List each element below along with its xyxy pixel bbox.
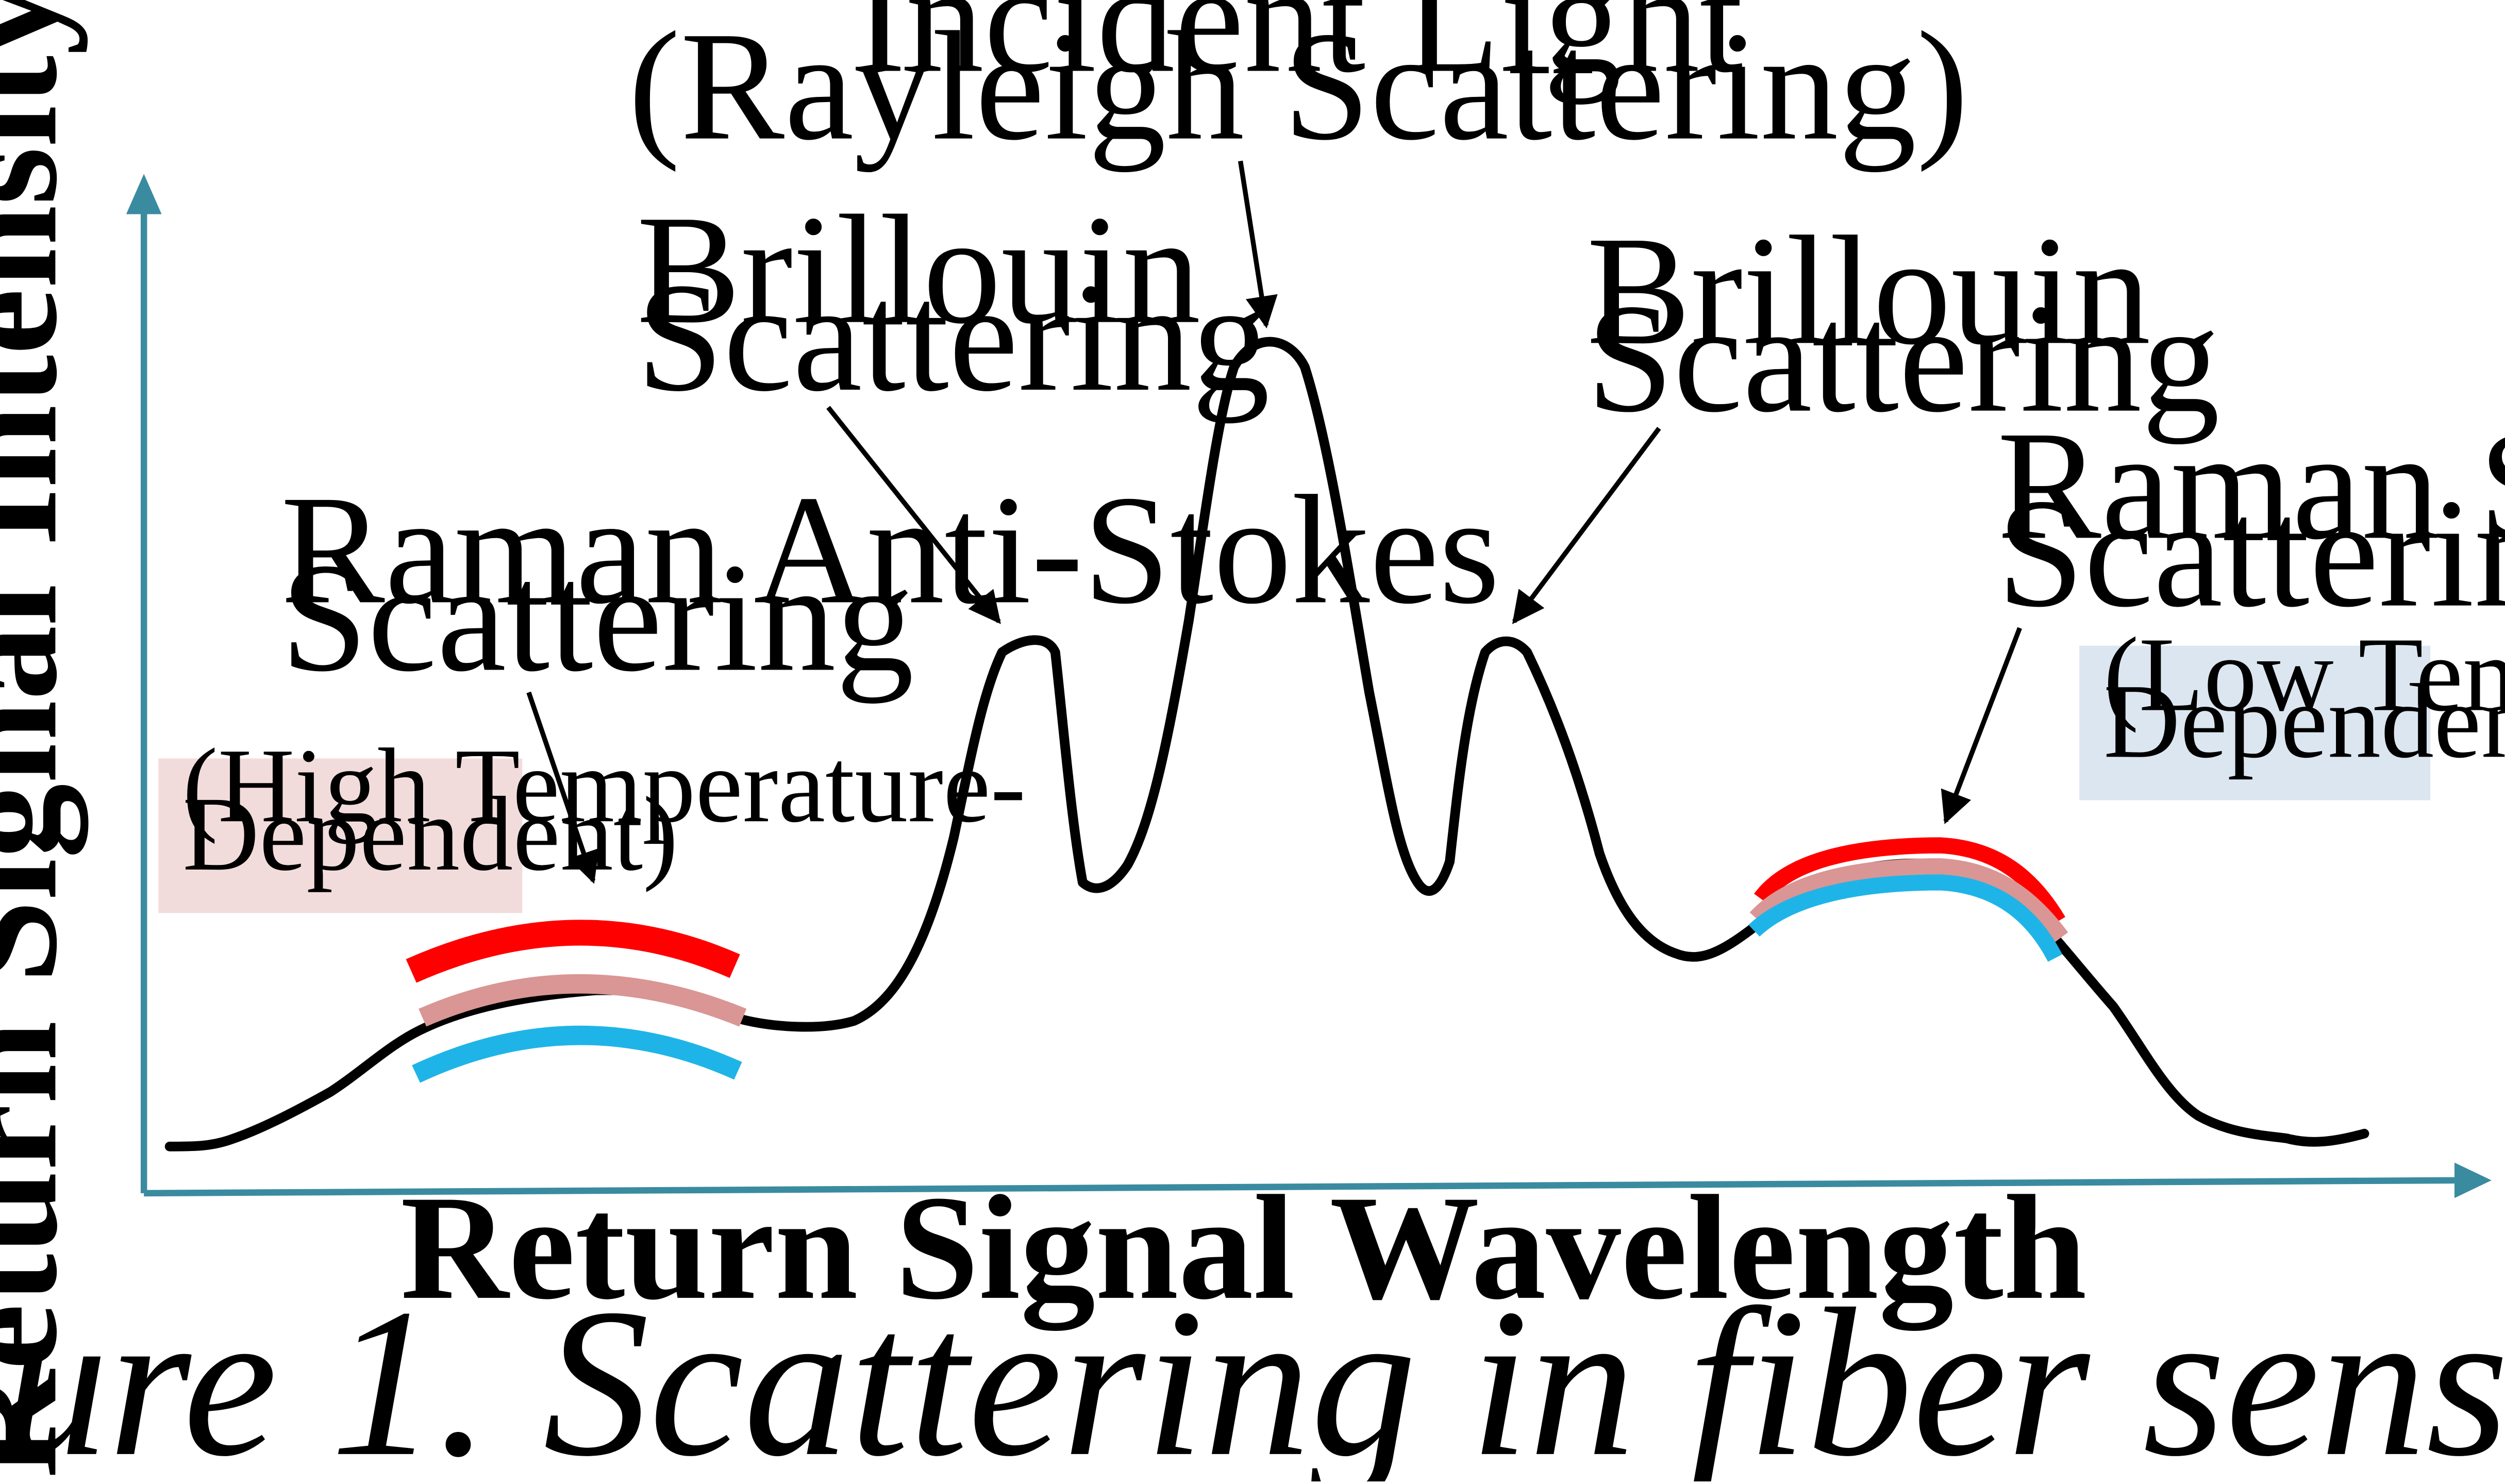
- brillouin-right-label-line2: Scattering: [1586, 272, 2219, 445]
- low-temp-label-line2: Dependent): [2103, 662, 2505, 780]
- figure-caption: Figure 1. Scattering in fiber sensing: [0, 1265, 2505, 1481]
- incident-label-line1: Incident Light: [854, 0, 1744, 105]
- x-axis-arrowhead: [2454, 1162, 2492, 1198]
- high-temp-label-line1: (High Temperature-: [182, 726, 1026, 844]
- stokes-low-arc: [1748, 874, 2063, 962]
- high-temp-box: [158, 758, 523, 913]
- brillouin-right-label-line1: Brillouin: [1586, 204, 2150, 377]
- low-temp-box: [2079, 645, 2431, 801]
- raman-stokes-label-line2: Scattering: [1997, 466, 2505, 640]
- raman-stokes-arrow: [1941, 627, 2022, 825]
- axes: [126, 174, 2492, 1198]
- x-axis-title: Return Signal Wavelength: [400, 1164, 2086, 1333]
- y-axis-title: Return Signal Intensity: [0, 0, 90, 1478]
- raman-anti-stokes-label-line1: Raman Anti-Stokes: [281, 463, 1500, 636]
- high-temp-label-line2: Dependent): [182, 775, 678, 893]
- stokes-mid-arc: [1749, 858, 2068, 942]
- raman-anti-stokes-label-line2: Scattering: [281, 531, 914, 704]
- stokes-arcs: [1748, 837, 2068, 962]
- callout-arrows: [526, 160, 2022, 884]
- anti-stokes-mid-arc: [419, 974, 747, 1027]
- stokes-high-arc: [1754, 837, 2065, 925]
- raman-stokes-label-line1: Raman Stokes: [1997, 398, 2505, 572]
- anti-stokes-low-arc: [412, 1025, 742, 1083]
- brillouin-left-label-line2: Scattering: [637, 251, 1270, 424]
- low-temp-label-line1: (Low Temperature-: [2103, 615, 2505, 733]
- y-axis-arrowhead: [126, 174, 162, 214]
- brillouin-left-arrow: [826, 406, 1001, 624]
- incident-label-line2: (Rayleigh Scattering): [628, 0, 1968, 173]
- x-axis: [144, 1177, 2460, 1197]
- raman-anti-stokes-arrow: [526, 691, 599, 884]
- anti-stokes-high-arc: [406, 920, 740, 983]
- anti-stokes-arcs: [406, 920, 747, 1083]
- brillouin-left-label-line1: Brillouin: [637, 183, 1200, 356]
- brillouin-right-arrow: [1512, 427, 1661, 624]
- incident-arrow: [1238, 160, 1278, 329]
